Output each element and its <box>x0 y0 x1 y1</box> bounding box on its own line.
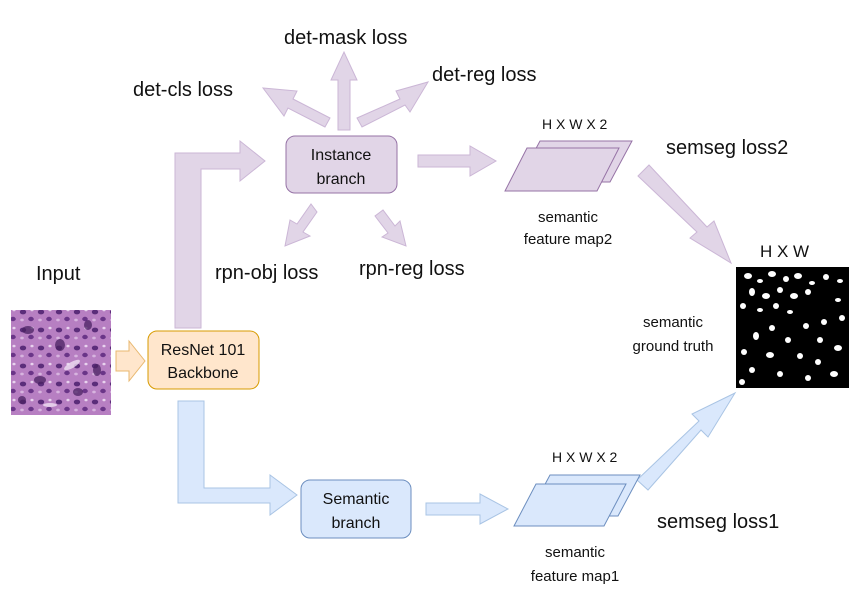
arrow-to-det-cls <box>261 87 331 128</box>
feature-map1 <box>513 474 641 527</box>
map2-label-line1: semantic <box>538 209 599 226</box>
semantic-branch-box <box>300 479 412 539</box>
input-image <box>11 310 111 415</box>
backbone-label-line2: Backbone <box>167 365 238 382</box>
arrow-input-to-backbone <box>115 339 146 383</box>
map1-label-line1: semantic <box>545 544 606 561</box>
arrow-map1-to-gt <box>636 391 737 491</box>
instance-label-line2: branch <box>317 171 366 188</box>
backbone-box <box>147 330 260 390</box>
gt-label-line1: semantic <box>643 314 704 331</box>
arrow-instance-to-map2 <box>417 145 498 177</box>
map2-dims-label: H X W X 2 <box>542 116 608 132</box>
det-mask-loss-label: det-mask loss <box>284 27 407 49</box>
map1-dims-label: H X W X 2 <box>552 449 618 465</box>
arrow-backbone-to-instance <box>174 139 266 329</box>
feature-map2 <box>504 140 633 192</box>
semantic-label-line1: Semantic <box>323 491 390 508</box>
backbone-label-line1: ResNet 101 <box>161 342 246 359</box>
ground-truth-blobs <box>739 271 845 385</box>
instance-arrows <box>174 50 733 329</box>
det-reg-loss-label: det-reg loss <box>432 64 537 86</box>
gt-dims-label: H X W <box>760 242 809 261</box>
input-label: Input <box>36 263 81 285</box>
map1-label-line2: feature map1 <box>531 568 619 585</box>
map2-label-line2: feature map2 <box>524 231 612 248</box>
instance-branch-box <box>285 135 398 194</box>
arrow-backbone-to-semantic <box>177 400 298 516</box>
semantic-arrows <box>177 391 737 525</box>
rpn-obj-loss-label: rpn-obj loss <box>215 262 318 284</box>
arrow-semantic-to-map1 <box>425 493 510 525</box>
det-cls-loss-label: det-cls loss <box>133 79 233 101</box>
input-image-highlights <box>43 359 80 407</box>
arrow-to-rpn-reg <box>374 209 407 247</box>
arrow-to-det-reg <box>356 81 430 128</box>
input-image-texture <box>18 320 101 404</box>
arrow-to-rpn-obj <box>284 203 318 247</box>
semseg-loss1-label: semseg loss1 <box>657 511 779 533</box>
semseg-loss2-label: semseg loss2 <box>666 137 788 159</box>
gt-label-line2: ground truth <box>633 338 714 355</box>
instance-label-line1: Instance <box>311 147 372 164</box>
rpn-reg-loss-label: rpn-reg loss <box>359 258 465 280</box>
arrow-map2-to-gt <box>637 164 733 265</box>
arrow-to-det-mask <box>330 50 358 131</box>
semantic-label-line2: branch <box>332 515 381 532</box>
ground-truth-image <box>736 267 849 388</box>
